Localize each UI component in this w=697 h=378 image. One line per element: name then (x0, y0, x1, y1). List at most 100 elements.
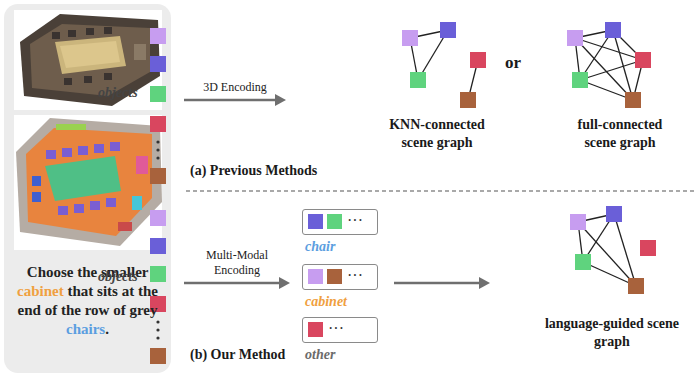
scene-graph: language-guided scene graph (492, 203, 682, 343)
shape-block (150, 116, 166, 132)
category-box: ···chair (302, 209, 378, 235)
scene-shape (16, 118, 162, 246)
scene-render-rgb (14, 10, 162, 110)
scene-render-segmented (14, 115, 162, 250)
shape-block (86, 28, 94, 35)
shape-block (62, 148, 72, 157)
scene-shape (60, 41, 120, 68)
scene-shape (156, 336, 159, 339)
shape-block (150, 28, 166, 44)
node-text: objects (98, 269, 138, 285)
node-text: objects (98, 85, 138, 101)
category-box: ···other (302, 317, 378, 343)
scene-shape (26, 128, 152, 236)
object-set: objects (95, 203, 170, 368)
shape-block (308, 269, 323, 284)
query-panel (4, 4, 171, 373)
scene-graph: full-connected scene graph (560, 20, 680, 152)
shape-block (625, 92, 641, 108)
section-title: (b) Our Method (190, 347, 285, 363)
shape-block (150, 210, 166, 226)
shape-block (78, 146, 88, 155)
shape-block (440, 22, 456, 38)
shape-block (327, 214, 342, 229)
shape-block (14, 115, 162, 250)
shape-block (402, 30, 418, 46)
graph-link (613, 30, 633, 100)
shape-block (606, 206, 622, 222)
graph-link (614, 214, 636, 286)
shape-block (460, 92, 476, 108)
knn-graph (402, 22, 486, 108)
shape-block (106, 198, 116, 207)
shape-block (628, 278, 644, 294)
shape-block (14, 10, 162, 110)
shape-block (84, 76, 92, 83)
arrow-line (184, 99, 277, 102)
arrow-line (394, 282, 481, 285)
shape-block (118, 222, 132, 231)
shape-block (150, 266, 166, 282)
scene-shape (20, 14, 160, 106)
shape-block (470, 52, 486, 68)
shape-block (46, 150, 56, 159)
node-text: Choose the smaller cabinet that sits at … (10, 263, 165, 339)
shape-block (308, 322, 323, 337)
arrow-head (479, 277, 490, 289)
or-label: or (505, 53, 521, 73)
shape-block (150, 168, 166, 184)
edge-label: 3D Encoding (203, 80, 267, 94)
node-text: ··· (328, 321, 344, 337)
shape-block (56, 124, 86, 130)
shape-block (90, 201, 100, 210)
shape-block (150, 86, 166, 102)
shape-block (410, 72, 426, 88)
category-squares (308, 214, 342, 337)
shape-block (64, 78, 72, 85)
node-text: language-guided scene graph (542, 315, 682, 350)
arrow-head (279, 277, 290, 289)
scene-shape (156, 328, 159, 331)
shape-block (134, 44, 146, 60)
arrow-line (184, 282, 281, 285)
node-label: other (305, 347, 335, 363)
shape-block (575, 254, 591, 270)
node-text: full-connected scene graph (565, 116, 675, 151)
shape-block (110, 142, 120, 151)
shape-block (308, 214, 323, 229)
shape-block (94, 144, 104, 153)
node-label: cabinet (305, 294, 347, 310)
shape-block (572, 72, 588, 88)
node-text: KNN-connected scene graph (382, 116, 492, 151)
shape-block (52, 32, 60, 39)
edge-label: Multi-Modal Encoding (195, 248, 280, 277)
object-column-a (150, 28, 166, 184)
shape-block (104, 27, 112, 34)
shape-block (32, 176, 41, 186)
shape-block (68, 30, 76, 37)
node-text: ··· (347, 213, 363, 229)
scene-shape (156, 320, 159, 323)
shape-block (150, 348, 166, 364)
shape-block (74, 204, 84, 213)
flow-arrow (184, 94, 286, 106)
language-graph (570, 206, 656, 294)
section-title: (a) Previous Methods (190, 163, 317, 179)
shape-block (570, 214, 586, 230)
shape-block (132, 196, 142, 210)
section-divider (186, 190, 694, 191)
shape-block (150, 238, 166, 254)
shape-block (640, 240, 656, 256)
shape-block (58, 206, 68, 215)
full-graph (567, 22, 651, 108)
shape-block (327, 269, 342, 284)
node-label: chair (305, 239, 335, 255)
scene-shape (156, 156, 159, 159)
object-set: objects (95, 22, 170, 187)
flow-arrow (394, 277, 490, 289)
query-panel: Choose the smaller cabinet that sits at … (5, 5, 170, 372)
scene-shape (55, 36, 126, 74)
scene-shape (156, 140, 159, 143)
arrow-head (275, 94, 286, 106)
